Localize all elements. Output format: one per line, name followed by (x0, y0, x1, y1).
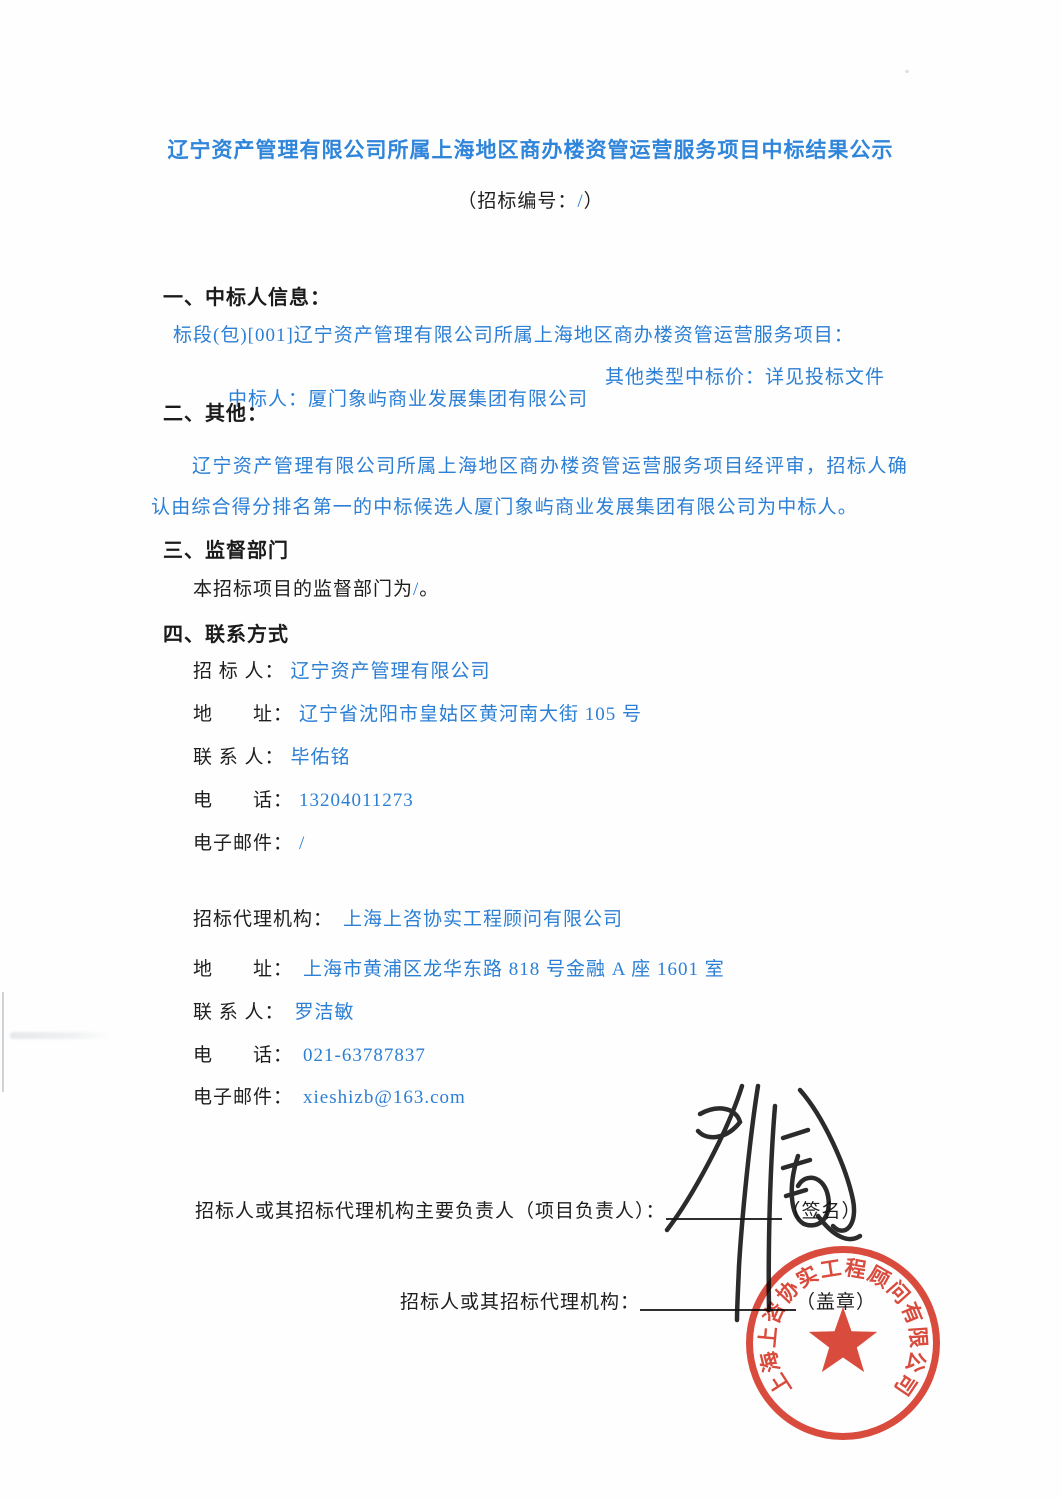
tenderer-row-phone: 电 话：13204011273 (193, 785, 414, 812)
tenderer-row-email: 电子邮件：/ (193, 828, 305, 855)
field-value: 021-63787837 (303, 1045, 426, 1066)
price-pair: 其他类型中标价：详见投标文件 (605, 362, 885, 389)
section-heading-contact: 四、联系方式 (163, 624, 289, 646)
tenderer-row-contact: 联 系 人：毕佑铭 (193, 742, 351, 769)
agency-row-address: 地 址： 上海市黄浦区龙华东路 818 号金融 A 座 1601 室 (193, 954, 725, 981)
field-label: 联 系 人： (193, 1002, 285, 1023)
price-value: 详见投标文件 (765, 367, 886, 388)
winner-line: 中标人：厦门象屿商业发展集团有限公司 其他类型中标价：详见投标文件 (0, 362, 1061, 455)
field-label: 电 话： (193, 790, 294, 811)
field-value: 毕佑铭 (290, 747, 351, 768)
field-label: 电 话： (193, 1045, 294, 1066)
price-label: 其他类型中标价： (605, 367, 766, 388)
field-value: 罗洁敏 (294, 1002, 355, 1023)
page-title: 辽宁资产管理有限公司所属上海地区商办楼资管运营服务项目中标结果公示 (167, 138, 894, 162)
winner-label: 中标人： (228, 389, 309, 410)
org-seal-line: 招标人或其招标代理机构： （盖章） (400, 1287, 876, 1314)
seal-underline (640, 1309, 797, 1311)
company-seal-stamp: 上海上咨协实工程顾问有限公司 (746, 1246, 940, 1440)
other-body: 辽宁资产管理有限公司所属上海地区商办楼资管运营服务项目经评审，招标人确认由综合得… (151, 456, 908, 518)
scan-speck (905, 70, 909, 73)
agency-row-email: 电子邮件： xieshizb@163.com (193, 1082, 466, 1109)
lot-line: 标段(包)[001]辽宁资产管理有限公司所属上海地区商办楼资管运营服务项目： (173, 325, 854, 346)
supervisor-line: 本招标项目的监督部门为/。 (193, 574, 439, 601)
agency-row-name: 招标代理机构： 上海上咨协实工程顾问有限公司 (193, 904, 623, 931)
scan-edge-line (2, 992, 4, 1092)
field-label: 联 系 人： (193, 747, 285, 768)
supervisor-prefix: 本招标项目的监督部门为 (193, 579, 414, 600)
field-label: 地 址： (193, 704, 294, 725)
supervisor-suffix: 。 (419, 579, 440, 600)
scan-smudge (10, 1032, 112, 1039)
field-value: 上海上咨协实工程顾问有限公司 (343, 909, 624, 930)
org-label: 招标人或其招标代理机构： (400, 1292, 641, 1313)
supervisor-value: / (413, 579, 420, 600)
field-value: 上海市黄浦区龙华东路 818 号金融 A 座 1601 室 (303, 959, 725, 980)
tenderer-row-name: 招 标 人：辽宁资产管理有限公司 (193, 656, 491, 683)
tenderer-row-address: 地 址：辽宁省沈阳市皇姑区黄河南大街 105 号 (193, 699, 642, 726)
principal-label: 招标人或其招标代理机构主要负责人（项目负责人）： (195, 1201, 666, 1222)
field-label: 地 址： (193, 959, 294, 980)
tender-number-suffix: ） (583, 191, 604, 212)
field-value: xieshizb@163.com (303, 1087, 466, 1108)
field-label: 招标代理机构： (193, 909, 334, 930)
section-heading-other: 二、其他： (163, 403, 268, 425)
section-heading-supervisor: 三、监督部门 (163, 540, 289, 562)
field-label: 电子邮件： (193, 833, 294, 854)
field-value: 辽宁资产管理有限公司 (290, 661, 491, 682)
seal-ring (746, 1246, 940, 1440)
field-label: 招 标 人： (193, 661, 285, 682)
agency-row-contact: 联 系 人： 罗洁敏 (193, 997, 355, 1024)
tender-number-value: / (577, 191, 584, 212)
seal-star-icon (808, 1307, 878, 1373)
winner-value: 厦门象屿商业发展集团有限公司 (308, 389, 589, 410)
signature-underline (665, 1218, 782, 1220)
field-label: 电子邮件： (193, 1087, 294, 1108)
agency-row-phone: 电 话： 021-63787837 (193, 1040, 426, 1067)
sign-hint: （签名） (781, 1201, 862, 1222)
seal-company-text: 上海上咨协实工程顾问有限公司 (756, 1256, 930, 1400)
seal-hint: （盖章） (796, 1292, 877, 1313)
field-value: 辽宁省沈阳市皇姑区黄河南大街 105 号 (299, 704, 643, 725)
principal-signature-line: 招标人或其招标代理机构主要负责人（项目负责人）： （签名） (195, 1196, 862, 1223)
section-heading-winner: 一、中标人信息： (163, 287, 331, 309)
field-value: 13204011273 (299, 790, 414, 811)
tender-number-prefix: （招标编号： (457, 191, 578, 212)
field-value: / (299, 833, 306, 854)
tender-number-line: （招标编号：/） (0, 186, 1061, 213)
